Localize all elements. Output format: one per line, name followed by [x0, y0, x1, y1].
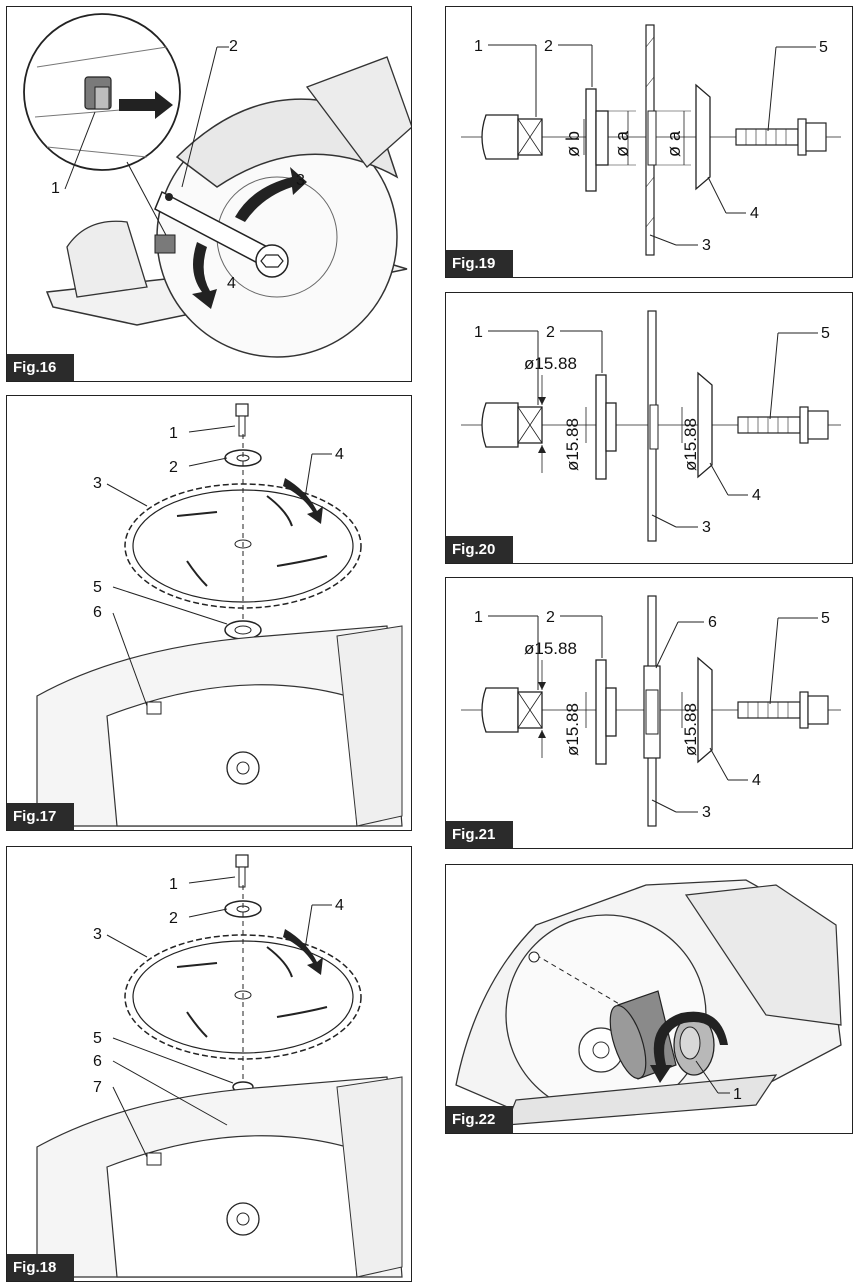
fig21-callout-2: 2 [546, 609, 555, 626]
fig18-callout-5: 5 [93, 1030, 102, 1047]
fig20-label: Fig.20 [446, 536, 514, 563]
fig18-label: Fig.18 [7, 1254, 75, 1281]
fig20-diagram: ø15.88 ø15.88 ø15.88 1 2 3 4 5 [461, 310, 841, 542]
fig22-label: Fig.22 [446, 1106, 514, 1133]
fig19-diagram: ø b ø a ø a 1 2 3 4 5 [461, 24, 841, 256]
fig21-dim-1: ø15.88 [524, 639, 577, 658]
figure-19-panel: ø b ø a ø a 1 2 3 4 5 Fig.19 [445, 6, 853, 278]
fig17-callout-2: 2 [169, 459, 178, 476]
fig20-dim-2: ø15.88 [563, 418, 582, 471]
fig18-callout-6: 6 [93, 1053, 102, 1070]
fig20-dim-1: ø15.88 [524, 354, 577, 373]
fig17-callout-1: 1 [169, 425, 178, 442]
figure-21-panel: ø15.88 ø15.88 ø15.88 1 2 3 4 5 6 Fig.21 [445, 577, 853, 849]
fig22-illustration: 1 [455, 879, 842, 1126]
figure-18-panel: 1 2 3 4 5 6 7 Fig.18 [6, 846, 412, 1282]
figure-22-panel: 1 Fig.22 [445, 864, 853, 1134]
figure-20-panel: ø15.88 ø15.88 ø15.88 1 2 3 4 5 Fig.20 [445, 292, 853, 564]
fig19-callout-5: 5 [819, 39, 828, 56]
fig21-label: Fig.21 [446, 821, 514, 848]
fig20-callout-3: 3 [702, 519, 711, 536]
fig19-label: Fig.19 [446, 250, 514, 277]
fig21-callout-5: 5 [821, 610, 830, 627]
fig19-dim-a2: ø a [664, 130, 684, 157]
fig20-callout-1: 1 [474, 324, 483, 341]
fig18-callout-1: 1 [169, 876, 178, 893]
fig20-dim-3: ø15.88 [681, 418, 700, 471]
fig18-callout-4: 4 [335, 897, 344, 914]
fig16-label: Fig.16 [7, 354, 75, 381]
fig16-callout-4: 4 [227, 275, 236, 292]
fig18-callout-3: 3 [93, 926, 102, 943]
fig16-callout-2: 2 [229, 38, 238, 55]
fig19-dim-b: ø b [563, 131, 583, 157]
fig20-callout-2: 2 [546, 324, 555, 341]
fig19-dim-a1: ø a [612, 130, 632, 157]
fig17-callout-6: 6 [93, 604, 102, 621]
fig21-callout-1: 1 [474, 609, 483, 626]
fig19-callout-3: 3 [702, 237, 711, 254]
fig17-illustration: 1 2 3 4 5 6 [36, 403, 403, 827]
fig16-illustration: 2 1 3 4 [23, 13, 411, 358]
fig18-callout-2: 2 [169, 910, 178, 927]
fig22-callout-1: 1 [733, 1086, 742, 1103]
fig19-callout-1: 1 [474, 38, 483, 55]
fig17-callout-4: 4 [335, 446, 344, 463]
fig19-callout-2: 2 [544, 38, 553, 55]
fig21-diagram: ø15.88 ø15.88 ø15.88 1 2 3 4 5 6 [461, 595, 841, 827]
fig17-label: Fig.17 [7, 803, 75, 830]
fig18-illustration: 1 2 3 4 5 6 7 [36, 854, 403, 1278]
fig18-callout-7: 7 [93, 1079, 102, 1096]
fig19-callout-4: 4 [750, 205, 759, 222]
fig16-callout-1: 1 [51, 180, 60, 197]
fig20-callout-5: 5 [821, 325, 830, 342]
fig20-callout-4: 4 [752, 487, 761, 504]
figure-17-panel: 1 2 3 4 5 6 Fig.17 [6, 395, 412, 831]
fig21-callout-6: 6 [708, 614, 717, 631]
figure-16-panel: 2 1 3 4 Fig.16 [6, 6, 412, 382]
fig17-callout-5: 5 [93, 579, 102, 596]
fig21-callout-3: 3 [702, 804, 711, 821]
fig17-callout-3: 3 [93, 475, 102, 492]
fig16-callout-3: 3 [296, 172, 305, 189]
fig21-dim-3: ø15.88 [681, 703, 700, 756]
fig21-dim-2: ø15.88 [563, 703, 582, 756]
fig21-callout-4: 4 [752, 772, 761, 789]
